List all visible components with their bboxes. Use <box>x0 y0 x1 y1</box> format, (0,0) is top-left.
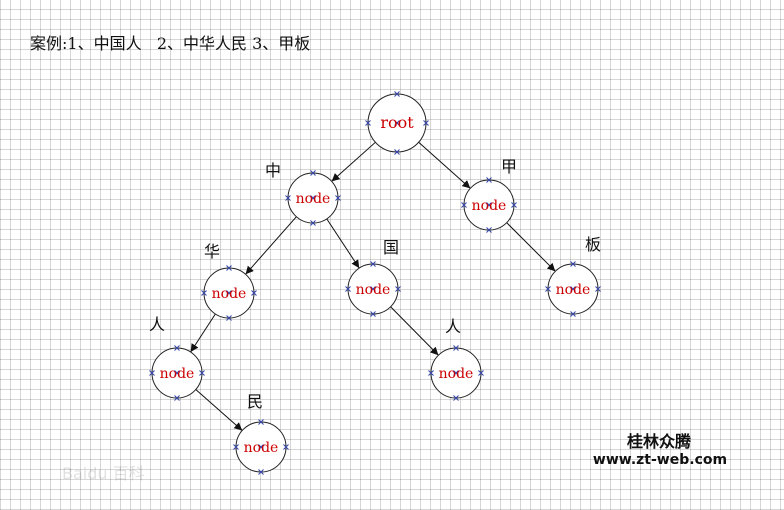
node-char-label-ren1: 人 <box>149 315 165 334</box>
connector-mark-icon <box>570 311 576 317</box>
node-char-label-ren2: 人 <box>445 317 461 336</box>
connector-mark-icon <box>545 286 551 292</box>
connector-mark-icon <box>226 315 232 321</box>
connector-mark-icon <box>394 91 400 97</box>
node-char-label-min: 民 <box>247 392 263 411</box>
node-char-label-ban: 板 <box>585 235 601 254</box>
connector-mark-icon <box>345 286 351 292</box>
connector-mark-icon <box>486 177 492 183</box>
node-label: node <box>160 366 195 382</box>
connector-mark-icon <box>251 290 257 296</box>
edge-ren1-min <box>195 389 243 431</box>
node-label: node <box>472 198 507 214</box>
caption-text: 案例:1、中国人 2、中华人民 3、甲板 <box>30 34 311 53</box>
connector-mark-icon <box>283 444 289 450</box>
node-label: node <box>439 366 474 382</box>
connector-mark-icon <box>174 345 180 351</box>
connector-mark-icon <box>370 261 376 267</box>
connector-mark-icon <box>335 195 341 201</box>
connector-mark-icon <box>395 286 401 292</box>
node-char-label-zhong: 中 <box>265 161 281 180</box>
tree-node-ren2: node <box>428 345 484 401</box>
connector-mark-icon <box>201 290 207 296</box>
connector-mark-icon <box>310 220 316 226</box>
connector-mark-icon <box>370 311 376 317</box>
edge-jia-ban <box>506 222 556 272</box>
edge-root-jia <box>418 141 471 189</box>
node-label: root <box>380 113 414 132</box>
connector-mark-icon <box>174 395 180 401</box>
connector-mark-icon <box>226 290 232 296</box>
node-char-label-jia: 甲 <box>501 157 517 176</box>
edge-hua-ren1 <box>190 313 216 353</box>
node-label: node <box>244 440 279 456</box>
connector-mark-icon <box>310 170 316 176</box>
connector-mark-icon <box>149 370 155 376</box>
connector-mark-icon <box>258 419 264 425</box>
connector-mark-icon <box>394 120 400 126</box>
edge-guo-ren2 <box>390 306 439 356</box>
connector-mark-icon <box>394 149 400 155</box>
tree-node-min: node <box>233 419 289 475</box>
connector-mark-icon <box>453 345 459 351</box>
edge-zhong-hua <box>245 216 297 275</box>
connector-mark-icon <box>595 286 601 292</box>
connector-mark-icon <box>258 444 264 450</box>
connector-mark-icon <box>310 195 316 201</box>
node-label: node <box>296 191 331 207</box>
credit-url: www.zt-web.com <box>592 452 728 468</box>
connector-mark-icon <box>453 370 459 376</box>
node-label: node <box>356 282 391 298</box>
connector-mark-icon <box>453 395 459 401</box>
node-label: node <box>212 286 247 302</box>
node-char-label-guo: 国 <box>383 238 399 257</box>
connector-mark-icon <box>258 469 264 475</box>
tree-node-jia: node <box>461 177 517 233</box>
tree-node-ban: node <box>545 261 601 317</box>
watermark-text: Baidu 百科 <box>62 464 145 483</box>
edge-root-zhong <box>331 141 376 182</box>
node-char-label-hua: 华 <box>204 242 220 261</box>
connector-mark-icon <box>486 202 492 208</box>
connector-mark-icon <box>233 444 239 450</box>
connector-mark-icon <box>478 370 484 376</box>
connector-mark-icon <box>199 370 205 376</box>
tree-node-guo: node <box>345 261 401 317</box>
connector-mark-icon <box>423 120 429 126</box>
connector-mark-icon <box>285 195 291 201</box>
connector-mark-icon <box>428 370 434 376</box>
node-label: node <box>556 282 591 298</box>
connector-mark-icon <box>570 286 576 292</box>
connector-mark-icon <box>461 202 467 208</box>
tree-node-hua: node <box>201 265 257 321</box>
connector-mark-icon <box>226 265 232 271</box>
connector-mark-icon <box>370 286 376 292</box>
edge-zhong-guo <box>326 218 360 269</box>
tree-node-zhong: node <box>285 170 341 226</box>
tree-node-root: root <box>365 91 429 155</box>
connector-mark-icon <box>570 261 576 267</box>
connector-mark-icon <box>174 370 180 376</box>
credit-name: 桂林众腾 <box>626 432 691 451</box>
connector-mark-icon <box>365 120 371 126</box>
connector-mark-icon <box>511 202 517 208</box>
tree-node-ren1: node <box>149 345 205 401</box>
connector-mark-icon <box>486 227 492 233</box>
